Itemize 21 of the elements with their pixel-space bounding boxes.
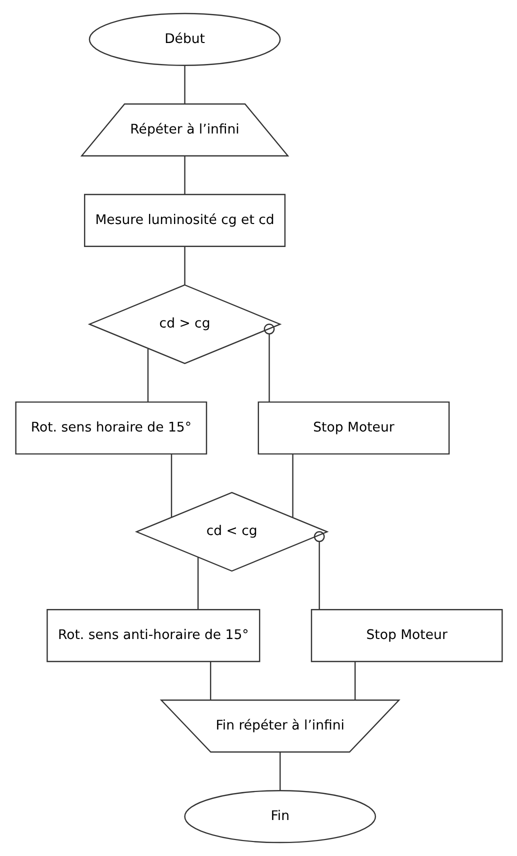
- node-diamond: cd < cg: [134, 492, 328, 572]
- connector: [146, 348, 148, 402]
- connector: [184, 156, 185, 194]
- connector: [196, 557, 198, 610]
- connector: [279, 752, 280, 790]
- node-diamond: cd > cg: [87, 284, 282, 364]
- node-ellipse: Fin: [184, 790, 376, 844]
- connector: [263, 324, 274, 402]
- connector: [184, 246, 185, 285]
- connector: [313, 531, 324, 610]
- node-box: Stop Moteur: [257, 401, 450, 455]
- connector: [292, 454, 293, 518]
- connector: [354, 662, 356, 700]
- connector: [170, 454, 172, 518]
- node-ellipse: Début: [88, 12, 280, 66]
- node-box: Rot. sens horaire de 15°: [14, 401, 207, 455]
- node-box: Rot. sens anti-horaire de 15°: [46, 609, 260, 662]
- connector: [184, 66, 185, 104]
- connector: [209, 662, 211, 700]
- node-box: Stop Moteur: [310, 609, 502, 662]
- node-box: Mesure luminosité cg et cd: [84, 194, 286, 247]
